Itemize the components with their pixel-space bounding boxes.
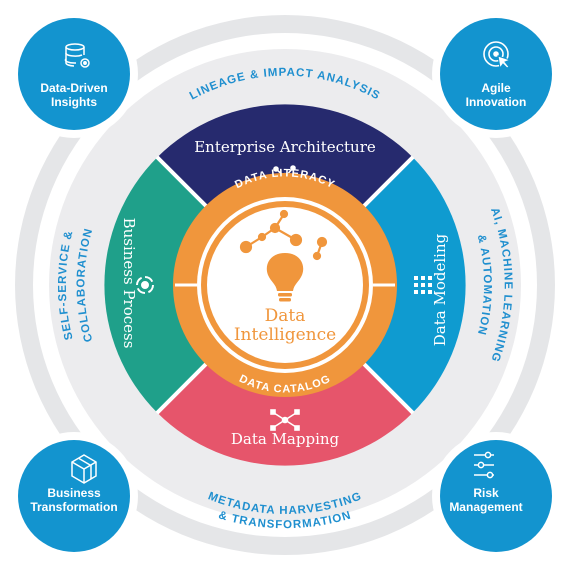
corner-label-top-right-2: Innovation xyxy=(466,95,527,109)
segment-label-enterprise-architecture: Enterprise Architecture xyxy=(194,138,376,156)
center-title-line1: Data xyxy=(265,306,306,326)
corner-data-driven-insights: Data-Driven Insights xyxy=(10,10,138,138)
segment-label-business-process: Business Process xyxy=(120,218,138,349)
mapping-arrows-icon xyxy=(270,409,300,431)
sliders-icon xyxy=(474,451,494,479)
corner-label-bottom-left-2: Transformation xyxy=(30,500,117,514)
corner-label-top-right-1: Agile xyxy=(481,81,511,95)
segment-label-data-mapping: Data Mapping xyxy=(231,430,340,448)
corner-label-top-left-1: Data-Driven xyxy=(40,81,107,95)
cube-icon xyxy=(71,454,97,484)
corner-label-bottom-right-2: Management xyxy=(449,500,522,514)
database-gear-icon xyxy=(64,43,90,68)
lightbulb-molecule-icon xyxy=(239,209,328,302)
corner-label-top-left-2: Insights xyxy=(51,95,97,109)
corner-agile-innovation: Agile Innovation xyxy=(432,10,560,138)
grid-model-icon xyxy=(414,276,432,294)
corner-label-bottom-right-1: Risk xyxy=(473,486,499,500)
process-cycle-icon xyxy=(136,276,154,294)
center-title-line2: Intelligence xyxy=(234,325,336,345)
corner-business-transformation: Business Transformation xyxy=(10,432,138,560)
corner-label-bottom-left-1: Business xyxy=(47,486,101,500)
segment-label-data-modeling: Data Modeling xyxy=(431,233,449,346)
target-cursor-icon xyxy=(483,41,512,70)
corner-risk-management: Risk Management xyxy=(432,432,560,560)
ring-label-left-1: SELF-SERVICE & xyxy=(57,229,76,341)
